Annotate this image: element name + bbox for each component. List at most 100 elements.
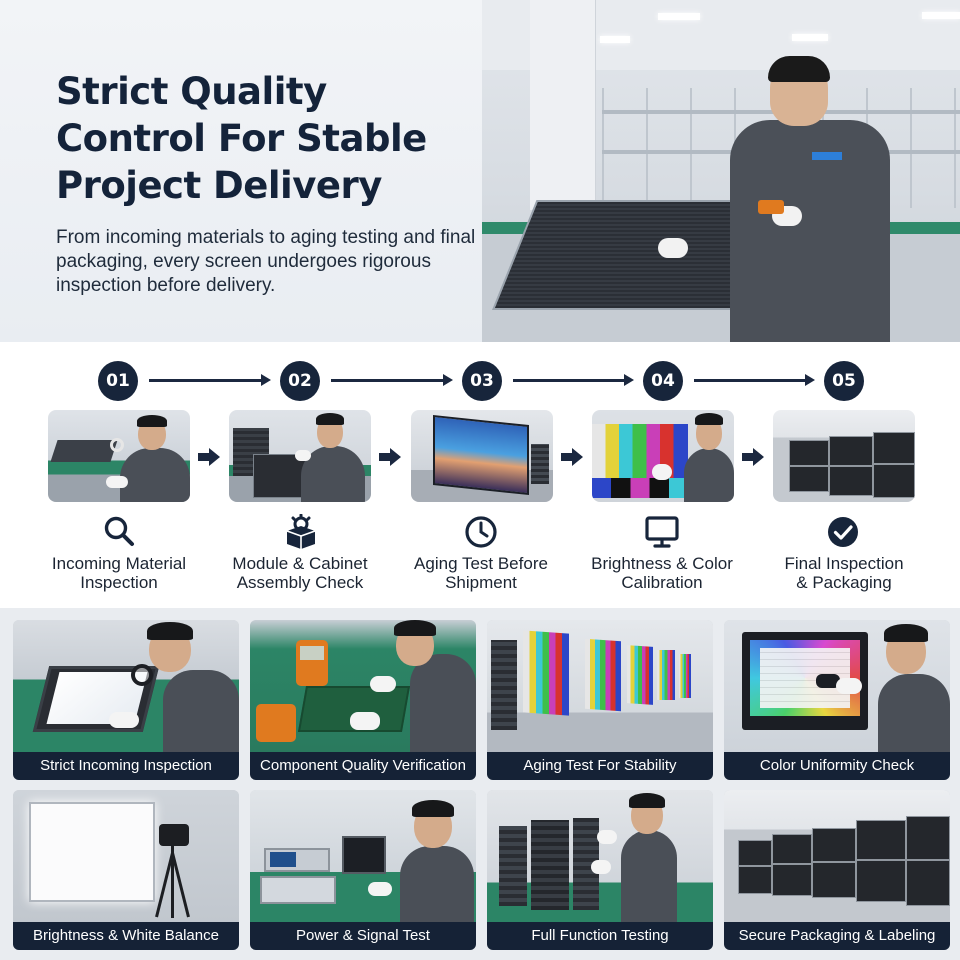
technician-hair	[137, 415, 167, 427]
process-section: 01 02 03 04 05	[0, 342, 960, 608]
card-caption: Brightness & White Balance	[13, 922, 239, 950]
step-number-05: 05	[824, 361, 864, 401]
arrow-right-icon	[149, 374, 271, 386]
led-screen-cityscape	[433, 414, 529, 496]
ceiling-lamp	[792, 34, 828, 41]
glove	[597, 830, 617, 844]
glove	[591, 860, 611, 874]
photo-color-uniformity	[724, 620, 950, 752]
gear-box-icon	[286, 514, 316, 549]
monitor	[342, 836, 386, 874]
step-label-line: Brightness & Color	[591, 554, 733, 573]
gallery-card-aging-test: Aging Test For Stability	[487, 620, 713, 780]
step-label-line: Inspection	[80, 573, 158, 592]
test-screen	[627, 645, 653, 705]
signal-generator	[260, 876, 336, 904]
magnifier-lamp	[110, 438, 124, 452]
led-module	[50, 440, 118, 462]
multimeter-display	[300, 646, 324, 660]
multimeter	[758, 200, 784, 214]
magnifier-lamp	[131, 664, 153, 686]
flight-case	[856, 820, 906, 860]
flight-case	[812, 862, 856, 898]
tripod-leg	[171, 846, 174, 918]
step-label-final-inspection: Final Inspection & Packaging	[756, 554, 932, 592]
flight-case	[738, 866, 772, 894]
arrow-right-icon	[513, 374, 634, 386]
glove	[350, 712, 380, 730]
flight-case	[856, 860, 906, 902]
ceiling-lamp	[658, 13, 700, 20]
led-cabinet	[531, 820, 569, 910]
glove	[295, 450, 311, 461]
technician-hair	[316, 413, 344, 425]
photo-power-signal	[250, 790, 476, 922]
step-number-01: 01	[98, 361, 138, 401]
gallery-card-full-function: Full Function Testing	[487, 790, 713, 950]
step-label-calibration: Brightness & Color Calibration	[574, 554, 750, 592]
hero-section: Strict Quality Control For Stable Projec…	[0, 0, 960, 342]
step-photo-aging-test	[411, 410, 553, 502]
camera	[159, 824, 189, 846]
step-label-line: Calibration	[621, 573, 703, 592]
step-number-03: 03	[462, 361, 502, 401]
step-label-line: Incoming Material	[51, 554, 187, 573]
step-number-02: 02	[280, 361, 320, 401]
card-caption: Aging Test For Stability	[487, 752, 713, 780]
cabinet-rack	[491, 640, 517, 730]
flight-case	[738, 840, 772, 866]
step-label-aging-test: Aging Test Before Shipment	[393, 554, 569, 592]
color-bar-screen	[592, 424, 688, 478]
hero-photo-technician	[482, 0, 960, 342]
flight-case	[829, 466, 873, 496]
arrow-right-icon	[561, 448, 583, 466]
test-screen	[523, 630, 569, 716]
test-screen	[657, 650, 675, 700]
gallery-card-color-uniformity: Color Uniformity Check	[724, 620, 950, 780]
gallery-card-brightness-white-balance: Brightness & White Balance	[13, 790, 239, 950]
technician-uniform	[301, 446, 365, 502]
glove	[109, 712, 139, 728]
step-number-04: 04	[643, 361, 683, 401]
arrow-right-icon	[694, 374, 815, 386]
card-caption: Full Function Testing	[487, 922, 713, 950]
led-cabinet	[253, 454, 309, 498]
led-cabinet	[499, 826, 527, 906]
glove	[836, 678, 862, 694]
technician-hair	[768, 56, 830, 82]
technician-uniform	[621, 830, 677, 922]
arrow-right-icon	[742, 448, 764, 466]
glove	[106, 476, 128, 488]
technician-hair	[394, 620, 436, 636]
card-caption: Secure Packaging & Labeling	[724, 922, 950, 950]
card-caption: Strict Incoming Inspection	[13, 752, 239, 780]
flight-case	[906, 860, 950, 906]
photo-secure-packaging	[724, 790, 950, 922]
technician-hair	[884, 624, 928, 642]
uniform-logo	[812, 152, 842, 160]
gallery-card-secure-packaging: Secure Packaging & Labeling	[724, 790, 950, 950]
photo-component-verification	[250, 620, 476, 752]
flight-case	[789, 440, 829, 466]
flight-case	[772, 834, 812, 864]
flight-case	[829, 436, 873, 466]
hero-description: From incoming materials to aging testing…	[56, 227, 476, 296]
flight-case	[873, 432, 915, 464]
technician-hair	[629, 793, 665, 808]
technician-uniform	[120, 448, 190, 502]
gallery-card-power-signal: Power & Signal Test	[250, 790, 476, 950]
step-photo-module-cabinet	[229, 410, 371, 502]
inspection-gallery: Strict Incoming Inspection Component Qua…	[0, 608, 960, 960]
arrow-right-icon	[379, 448, 401, 466]
technician-uniform	[400, 846, 474, 922]
step-photo-calibration	[592, 410, 734, 502]
technician-uniform	[684, 448, 734, 502]
step-photo-incoming-material	[48, 410, 190, 502]
ceiling-lamp	[600, 36, 630, 43]
ceiling-lamp	[922, 12, 960, 19]
photo-full-function	[487, 790, 713, 922]
check-circle-icon	[828, 517, 858, 547]
arrow-right-icon	[198, 448, 220, 466]
arrow-right-icon	[331, 374, 453, 386]
flight-case	[789, 466, 829, 492]
